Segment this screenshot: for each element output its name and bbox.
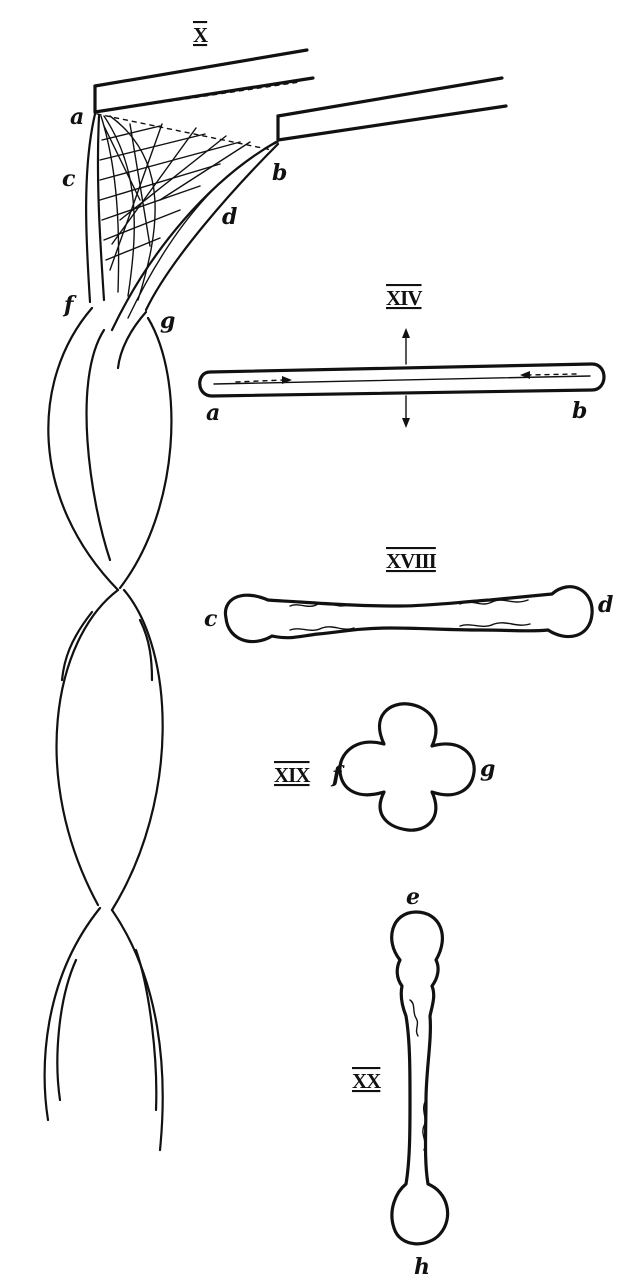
figure-xviii: XVIII c d <box>204 549 613 644</box>
figure-xix-quatrefoil-outline <box>338 702 476 832</box>
figure-xviii-wave-bottom-left <box>289 626 355 631</box>
figure-xiv-arrow-left-shaft <box>527 373 577 376</box>
figure-xviii-wave-top-right <box>459 599 529 605</box>
figure-x-label-f: f <box>62 292 77 318</box>
figure-x: X <box>43 23 508 1152</box>
figure-xx-label-h: h <box>414 1254 430 1280</box>
figure-x-dotted-line-top <box>96 81 301 113</box>
figure-x-crosshatch <box>99 123 251 271</box>
figure-x-label-c: c <box>62 166 76 192</box>
figure-xiv-arrow-left-head <box>520 371 530 379</box>
figure-xx-label-e: e <box>406 884 420 910</box>
figure-xiv-rod-outline <box>198 362 606 398</box>
figure-xx-numeral: XX <box>352 1069 381 1093</box>
figure-xix-label-g: g <box>480 756 495 782</box>
figure-x-dashed-line-ab <box>96 113 273 151</box>
figure-xiv-numeral: XIV <box>386 286 422 310</box>
figure-x-label-d: d <box>222 204 237 230</box>
figure-x-label-a: a <box>70 104 84 130</box>
figure-xviii-wave-top-left <box>289 602 351 607</box>
figure-xx-wave-left <box>409 999 419 1037</box>
figure-xiv-label-a: a <box>206 400 220 426</box>
figure-xviii-label-d: d <box>598 592 613 618</box>
figure-xiv-arrow-down-head <box>402 418 410 428</box>
figure-xiv-arrow-right-head <box>282 376 292 384</box>
figure-xviii-numeral: XVIII <box>386 549 437 573</box>
figure-x-braid <box>43 306 173 1152</box>
figure-x-fibre-fan <box>85 112 280 332</box>
figure-xviii-outline <box>223 585 594 644</box>
figure-xix-label-f: f <box>330 762 345 788</box>
figure-xix: XIX f g <box>274 702 495 832</box>
figure-x-label-g: g <box>160 308 175 334</box>
figure-x-upper-bar-left <box>93 48 315 114</box>
figure-xx: XX e h <box>352 884 450 1280</box>
figure-xiv-arrow-up-head <box>402 328 410 338</box>
figure-xx-outline <box>390 910 450 1246</box>
figure-xiv-arrow-right-shaft <box>235 379 285 383</box>
figure-x-upper-bar-right <box>276 76 508 142</box>
figure-xiv-label-b: b <box>572 398 587 424</box>
figure-xviii-wave-bottom-right <box>459 622 531 627</box>
figure-x-numeral: X <box>193 23 208 47</box>
figure-xiv-rod-axis <box>213 375 591 385</box>
figure-xviii-label-c: c <box>204 606 218 632</box>
figure-xiv: XIV a b <box>198 286 606 428</box>
figure-xix-numeral: XIX <box>274 763 310 787</box>
figure-x-label-b: b <box>272 160 287 186</box>
figure-xx-wave-right <box>422 1099 427 1151</box>
